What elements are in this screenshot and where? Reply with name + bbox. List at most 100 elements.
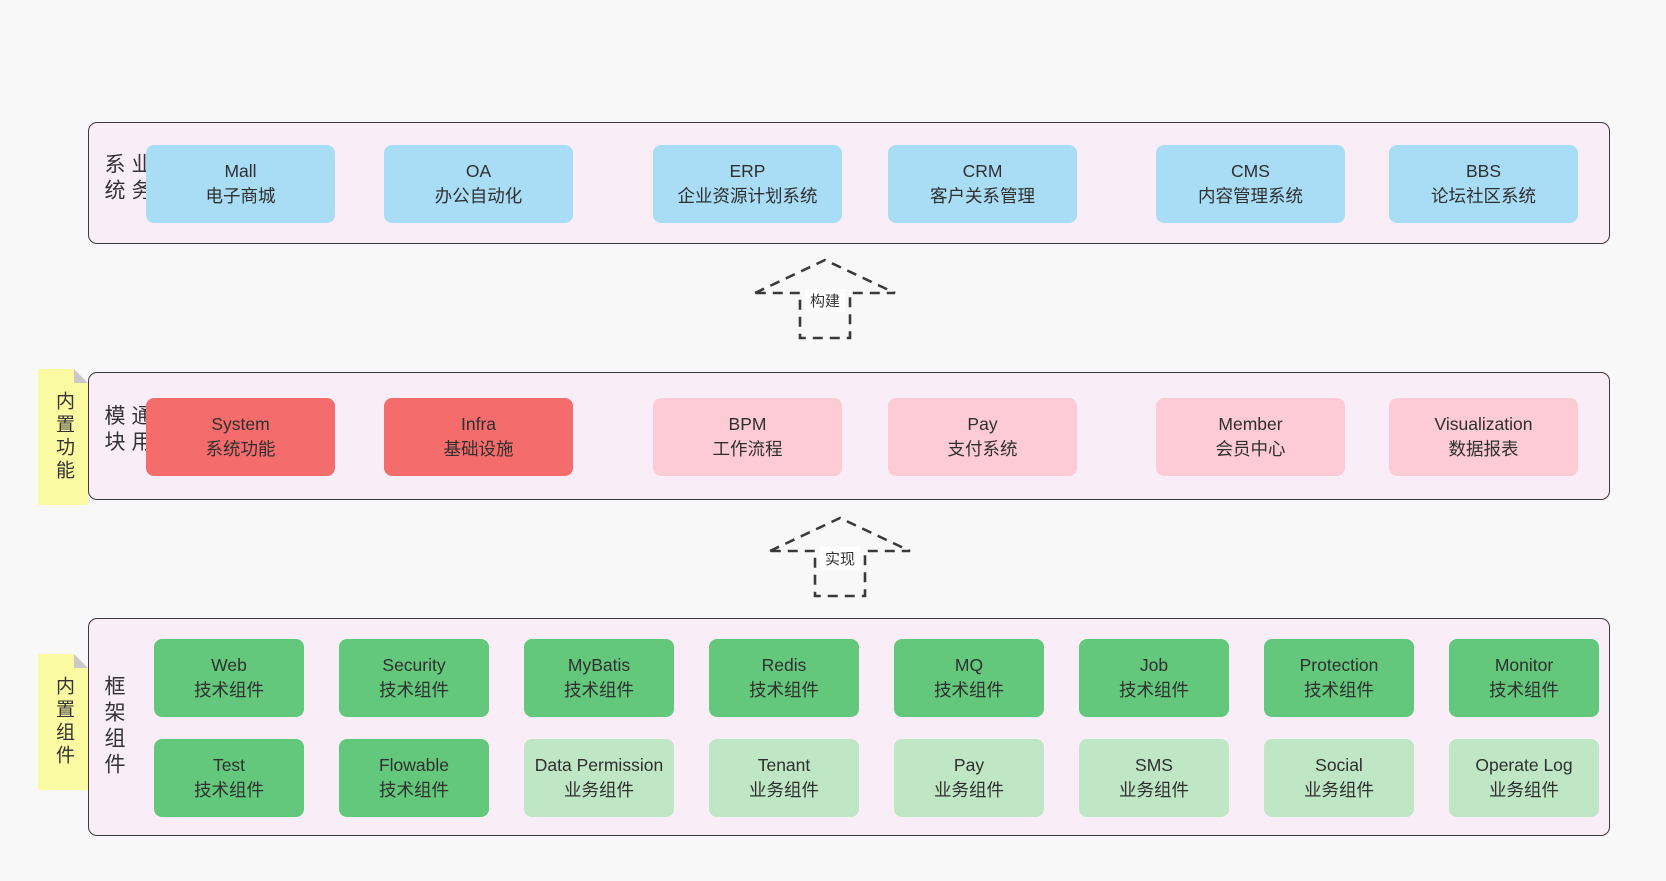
box-subtitle: 内容管理系统 xyxy=(1198,186,1303,206)
note-fold-corner xyxy=(74,369,88,383)
box-subtitle: 技术组件 xyxy=(564,680,634,700)
box-subtitle: 业务组件 xyxy=(749,780,819,800)
box-subtitle: 基础设施 xyxy=(443,439,514,459)
note-fold-corner xyxy=(74,654,88,668)
box-pay-biz: Pay 业务组件 xyxy=(894,739,1044,817)
box-title: Job xyxy=(1139,655,1169,675)
box-subtitle: 技术组件 xyxy=(379,680,449,700)
box-flowable: Flowable 技术组件 xyxy=(339,739,489,817)
box-title: BBS xyxy=(1465,161,1502,181)
box-title: BPM xyxy=(728,414,767,434)
box-sms: SMS 业务组件 xyxy=(1079,739,1229,817)
box-infra: Infra 基础设施 xyxy=(384,398,573,476)
box-subtitle: 企业资源计划系统 xyxy=(677,186,818,206)
box-title: Visualization xyxy=(1434,414,1533,434)
box-subtitle: 业务组件 xyxy=(934,780,1004,800)
box-tenant: Tenant 业务组件 xyxy=(709,739,859,817)
box-job: Job 技术组件 xyxy=(1079,639,1229,717)
note-built-in-components: 内置组件 xyxy=(38,654,88,790)
box-visualization: Visualization 数据报表 xyxy=(1389,398,1578,476)
dashed-up-arrow-icon xyxy=(769,516,911,598)
box-title: SMS xyxy=(1135,755,1173,775)
layer-common-modules: 通用模块 System 系统功能 Infra 基础设施 BPM 工作流程 Pay… xyxy=(88,372,1610,500)
implement-arrow: 实现 xyxy=(765,514,915,600)
box-title: Monitor xyxy=(1494,655,1554,675)
build-arrow-label: 构建 xyxy=(804,289,846,312)
box-title: OA xyxy=(465,161,492,181)
box-monitor: Monitor 技术组件 xyxy=(1449,639,1599,717)
box-erp: ERP 企业资源计划系统 xyxy=(653,145,842,223)
layer-framework-components-label: 框架组件 xyxy=(102,675,125,779)
box-subtitle: 技术组件 xyxy=(1489,680,1559,700)
box-subtitle: 技术组件 xyxy=(1119,680,1189,700)
box-subtitle: 业务组件 xyxy=(564,780,634,800)
box-subtitle: 系统功能 xyxy=(205,439,276,459)
box-subtitle: 技术组件 xyxy=(194,780,264,800)
box-title: CMS xyxy=(1231,161,1270,181)
box-title: Member xyxy=(1218,414,1283,434)
box-subtitle: 业务组件 xyxy=(1119,780,1189,800)
box-bbs: BBS 论坛社区系统 xyxy=(1389,145,1578,223)
box-title: Pay xyxy=(967,414,998,434)
box-subtitle: 会员中心 xyxy=(1215,439,1286,459)
box-operate-log: Operate Log 业务组件 xyxy=(1449,739,1599,817)
box-title: Data Permission xyxy=(534,755,664,775)
box-title: ERP xyxy=(729,161,766,181)
box-title: Infra xyxy=(460,414,497,434)
box-title: Flowable xyxy=(378,755,450,775)
layer-business-systems: 业务系统 Mall 电子商城 OA 办公自动化 ERP 企业资源计划系统 CRM… xyxy=(88,122,1610,244)
note-built-in-features-label: 内置功能 xyxy=(53,391,74,483)
note-built-in-features: 内置功能 xyxy=(38,369,88,505)
box-title: Pay xyxy=(953,755,985,775)
box-title: System xyxy=(211,414,270,434)
box-mall: Mall 电子商城 xyxy=(146,145,335,223)
box-subtitle: 客户关系管理 xyxy=(930,186,1035,206)
dashed-up-arrow-icon xyxy=(754,258,896,340)
box-title: Tenant xyxy=(757,755,811,775)
box-security: Security 技术组件 xyxy=(339,639,489,717)
box-redis: Redis 技术组件 xyxy=(709,639,859,717)
box-social: Social 业务组件 xyxy=(1264,739,1414,817)
box-web: Web 技术组件 xyxy=(154,639,304,717)
box-title: Redis xyxy=(761,655,807,675)
box-subtitle: 技术组件 xyxy=(194,680,264,700)
box-title: Security xyxy=(382,655,446,675)
box-pay: Pay 支付系统 xyxy=(888,398,1077,476)
box-subtitle: 电子商城 xyxy=(205,186,276,206)
box-crm: CRM 客户关系管理 xyxy=(888,145,1077,223)
box-subtitle: 技术组件 xyxy=(934,680,1004,700)
box-title: Operate Log xyxy=(1475,755,1573,775)
box-subtitle: 工作流程 xyxy=(712,439,783,459)
box-mybatis: MyBatis 技术组件 xyxy=(524,639,674,717)
box-protection: Protection 技术组件 xyxy=(1264,639,1414,717)
box-mq: MQ 技术组件 xyxy=(894,639,1044,717)
box-title: Test xyxy=(212,755,246,775)
layer-framework-components: 框架组件 Web 技术组件 Security 技术组件 MyBatis 技术组件… xyxy=(88,618,1610,836)
box-subtitle: 办公自动化 xyxy=(434,186,523,206)
box-system: System 系统功能 xyxy=(146,398,335,476)
box-oa: OA 办公自动化 xyxy=(384,145,573,223)
implement-arrow-label: 实现 xyxy=(819,547,861,570)
build-arrow: 构建 xyxy=(750,256,900,342)
box-title: MQ xyxy=(954,655,984,675)
box-title: Web xyxy=(211,655,247,675)
box-subtitle: 业务组件 xyxy=(1489,780,1559,800)
box-subtitle: 技术组件 xyxy=(379,780,449,800)
box-title: Social xyxy=(1315,755,1363,775)
box-subtitle: 技术组件 xyxy=(749,680,819,700)
box-data-permission: Data Permission 业务组件 xyxy=(524,739,674,817)
box-bpm: BPM 工作流程 xyxy=(653,398,842,476)
note-built-in-components-label: 内置组件 xyxy=(53,676,74,768)
box-subtitle: 技术组件 xyxy=(1304,680,1374,700)
box-title: Mall xyxy=(224,161,257,181)
box-subtitle: 支付系统 xyxy=(947,439,1018,459)
box-subtitle: 论坛社区系统 xyxy=(1431,186,1536,206)
box-subtitle: 数据报表 xyxy=(1448,439,1519,459)
box-title: Protection xyxy=(1299,655,1379,675)
box-test: Test 技术组件 xyxy=(154,739,304,817)
box-cms: CMS 内容管理系统 xyxy=(1156,145,1345,223)
box-member: Member 会员中心 xyxy=(1156,398,1345,476)
box-title: CRM xyxy=(962,161,1003,181)
box-title: MyBatis xyxy=(567,655,631,675)
box-subtitle: 业务组件 xyxy=(1304,780,1374,800)
